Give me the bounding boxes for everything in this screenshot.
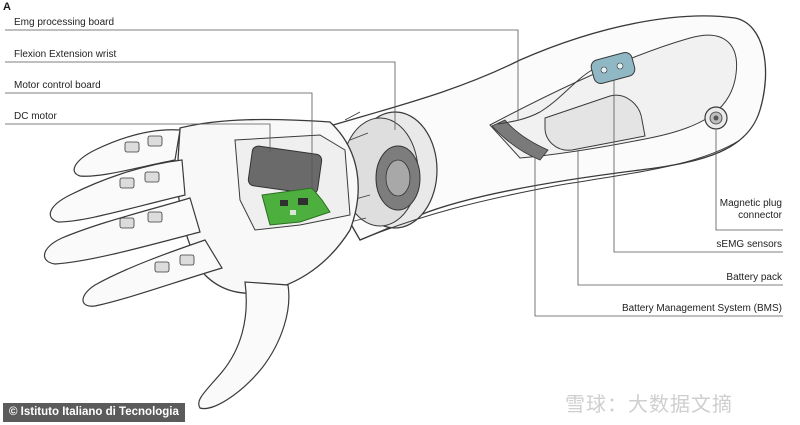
label-bms: Battery Management System (BMS) — [621, 303, 782, 314]
label-magnetic-plug-line2: connector — [738, 210, 782, 221]
label-magnetic-plug: Magnetic plug connector — [690, 198, 782, 222]
label-emg-processing-board: Emg processing board — [14, 17, 115, 28]
label-semg-sensors: sEMG sensors — [716, 239, 782, 250]
dc-motor — [247, 145, 323, 195]
leader-lines — [5, 29, 783, 317]
label-dc-motor: DC motor — [14, 111, 57, 122]
flexion-extension-wrist — [341, 111, 438, 229]
image-credit: © Istituto Italiano di Tecnologia — [3, 403, 185, 422]
label-motor-control-board: Motor control board — [14, 80, 101, 91]
label-magnetic-plug-line1: Magnetic plug — [719, 198, 782, 209]
finger-joints — [119, 135, 195, 273]
figure-letter: A — [3, 1, 11, 13]
label-battery-pack: Battery pack — [726, 272, 782, 283]
semg-sensor — [590, 52, 636, 84]
watermark: 雪球：大数据文摘 — [565, 394, 733, 416]
label-flexion-extension-wrist: Flexion Extension wrist — [14, 49, 117, 60]
battery-pack — [544, 94, 646, 151]
bms-band — [491, 119, 549, 161]
